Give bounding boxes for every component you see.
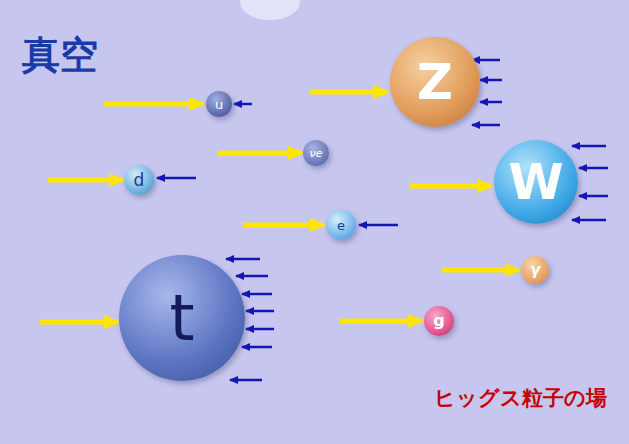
field-label: ヒッグス粒子の場	[434, 384, 607, 412]
particle-symbol: γ	[530, 263, 540, 278]
boson-circle: W	[494, 140, 578, 224]
particle-symbol: e	[337, 219, 345, 232]
motion-arrows	[40, 92, 519, 322]
quark-circle: d	[124, 165, 154, 195]
quark-circle: u	[206, 91, 232, 117]
particle-symbol: u	[215, 98, 223, 111]
lepton-circle: e	[326, 210, 356, 240]
quark-circle: t	[119, 255, 245, 381]
glow	[240, 0, 300, 20]
boson-circle: Z	[390, 37, 480, 127]
title: 真空	[22, 30, 98, 81]
particle-symbol: W	[508, 157, 563, 207]
boson-circle: g	[424, 306, 454, 336]
particle-symbol: Z	[417, 57, 453, 107]
particle-symbol: νe	[310, 148, 323, 159]
particle-symbol: d	[134, 172, 145, 189]
particle-symbol: t	[169, 286, 194, 350]
lepton-circle: νe	[303, 140, 329, 166]
particle-symbol: g	[433, 313, 444, 329]
boson-circle: γ	[521, 256, 549, 284]
